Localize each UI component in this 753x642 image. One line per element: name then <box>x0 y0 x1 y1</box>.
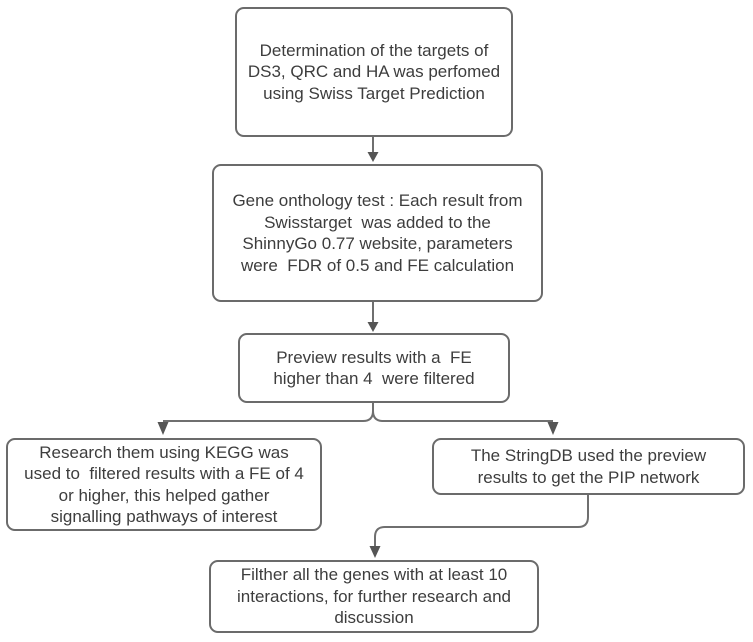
node-text: The StringDB used the preview results to… <box>470 446 707 487</box>
node-gene-ontology-test: Gene onthology test : Each result from S… <box>212 164 543 302</box>
node-target-determination: Determination of the targets of DS3, QRC… <box>235 7 513 137</box>
node-text: Preview results with a FE higher than 4 … <box>273 347 475 389</box>
arrowhead-down-icon <box>367 152 379 162</box>
node-kegg-research: Research them using KEGG was used to fil… <box>6 438 322 531</box>
arrowhead-down-icon <box>157 422 169 435</box>
arrowhead-down-icon <box>367 322 379 332</box>
arrowhead-down-icon <box>369 546 381 558</box>
node-preview-results-filter: Preview results with a FE higher than 4 … <box>238 333 510 403</box>
connector-preview-to-stringdb <box>372 403 553 422</box>
node-text: Research them using KEGG was used to fil… <box>24 442 304 527</box>
node-text: Gene onthology test : Each result from S… <box>232 191 523 275</box>
connector-preview-to-kegg <box>163 403 374 422</box>
node-stringdb-pip-network: The StringDB used the preview results to… <box>432 438 745 495</box>
node-text: Filther all the genes with at least 10 i… <box>236 565 512 628</box>
node-text: Determination of the targets of DS3, QRC… <box>247 40 501 103</box>
connector-stringdb-to-filter <box>374 495 589 546</box>
arrowhead-down-icon <box>547 422 559 435</box>
node-gene-interaction-filter: Filther all the genes with at least 10 i… <box>209 560 539 633</box>
